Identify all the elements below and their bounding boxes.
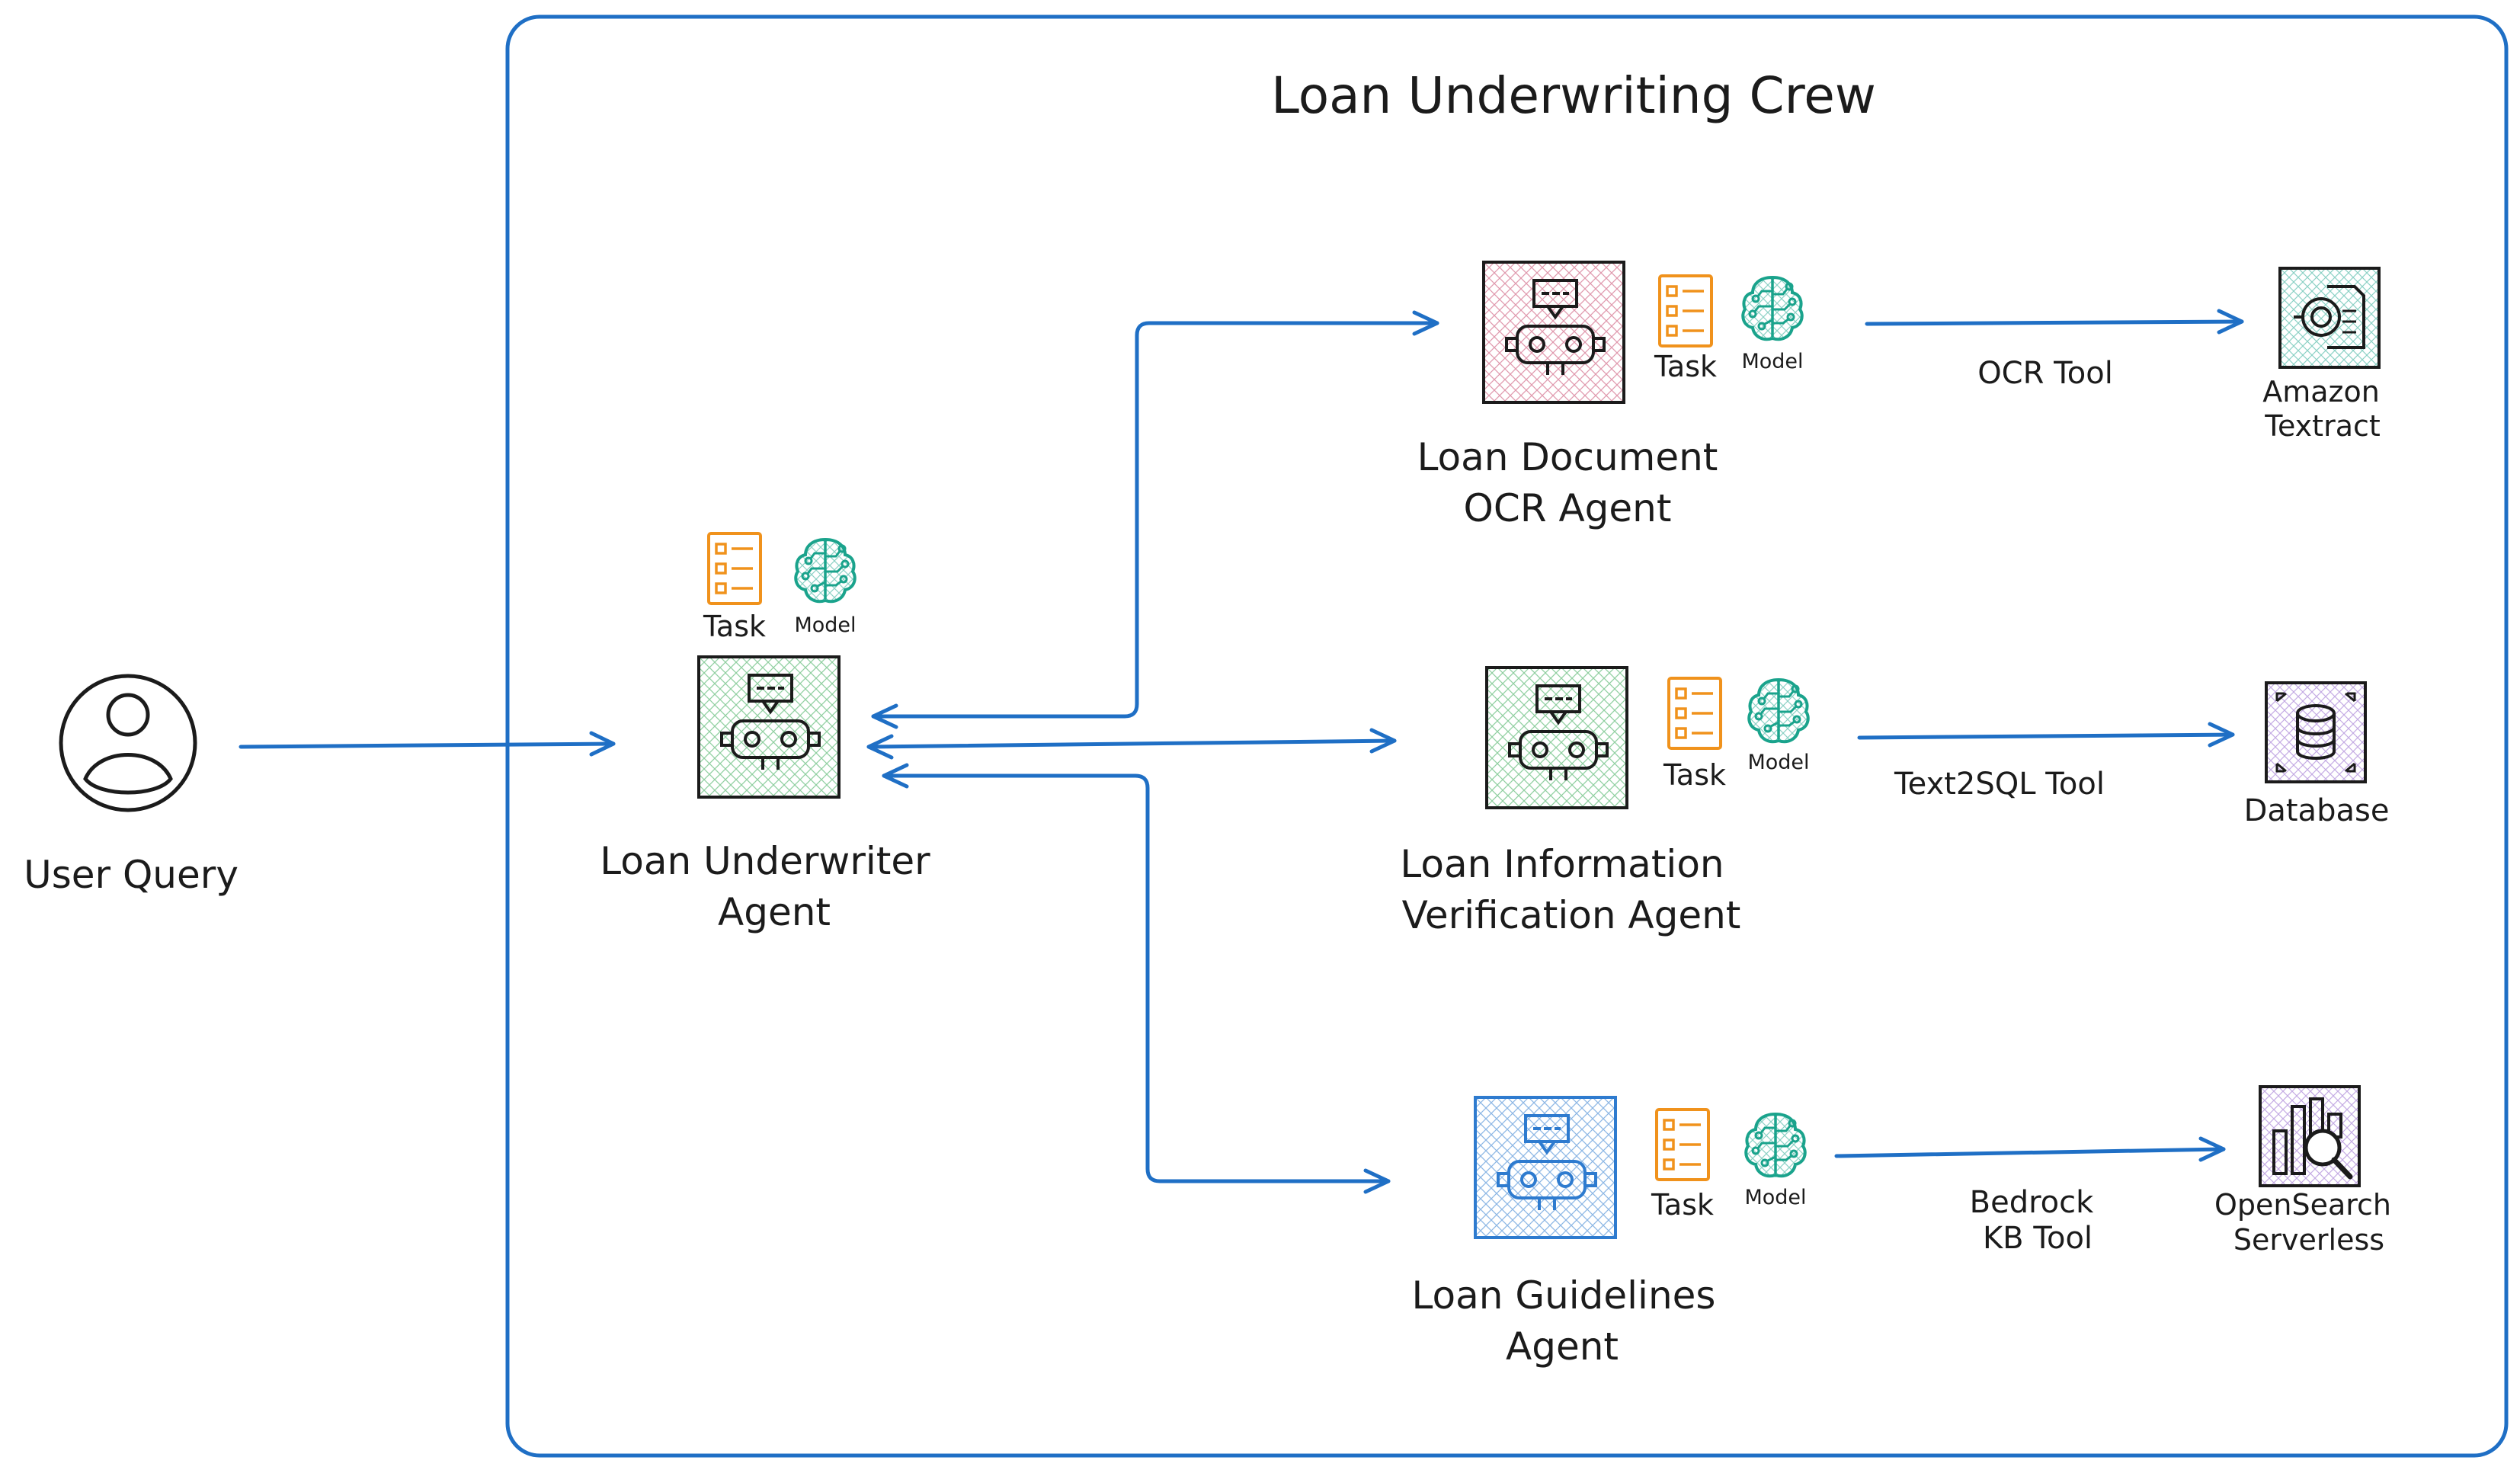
model-icon: [1747, 678, 1810, 744]
model-label: Model: [794, 613, 856, 637]
arrowhead-ocr-agent: [1412, 310, 1439, 336]
agent-name-line1: Loan Guidelines: [1412, 1273, 1716, 1318]
arrowhead-opensearch: [2198, 1136, 2226, 1162]
arrowhead-database: [2208, 722, 2235, 748]
loan-guidelines-agent: Task Model Loan Guidelines Agent Bedrock…: [1412, 1096, 2094, 1369]
task-icon: [1658, 274, 1713, 347]
robot-icon: [697, 655, 841, 799]
target-label-line2: Textract: [2264, 409, 2381, 443]
target-label-line1: OpenSearch: [2214, 1188, 2391, 1222]
agent-name-line1: Loan Underwriter: [600, 839, 930, 883]
target-label-line2: Serverless: [2233, 1223, 2384, 1257]
crew-title: Loan Underwriting Crew: [1271, 66, 1876, 125]
database-icon: [2265, 681, 2367, 783]
arrowhead-verification-agent: [1369, 728, 1397, 754]
user-icon: [59, 674, 197, 812]
model-label: Model: [1747, 751, 1809, 774]
user-query-label: User Query: [24, 853, 239, 897]
agent-name-line1: Loan Information: [1400, 842, 1724, 886]
task-icon: [1655, 1108, 1710, 1181]
model-label: Model: [1744, 1186, 1806, 1209]
tool-label-line2: KB Tool: [1983, 1221, 2093, 1256]
model-label: Model: [1741, 350, 1803, 373]
crew-frame: [505, 14, 2509, 1458]
robot-icon: [1485, 666, 1628, 809]
arrowhead-underwriter: [589, 731, 616, 757]
arrow-ocr-tool: [1865, 319, 2244, 326]
task-icon: [1667, 677, 1722, 750]
target-label-line1: Amazon: [2262, 375, 2380, 408]
target-label-line1: Database: [2244, 793, 2390, 828]
arrowhead-underwriter-left-3: [882, 763, 909, 789]
agent-name-line2: Verification Agent: [1402, 893, 1741, 937]
arrowhead-underwriter-left-1: [871, 703, 898, 729]
arrowhead-textract: [2217, 309, 2244, 335]
arrow-text2sql-tool: [1857, 732, 2235, 740]
arrowhead-guidelines-agent: [1363, 1168, 1391, 1194]
model-icon: [1741, 276, 1804, 341]
model-icon: [1744, 1113, 1807, 1178]
arrow-user-to-underwriter: [239, 741, 616, 749]
model-icon: [794, 538, 857, 604]
task-label: Task: [1654, 350, 1717, 383]
agent-name-line2: Agent: [1506, 1324, 1619, 1369]
arrow-underwriter-to-verification-agent: [866, 738, 1397, 749]
tool-label: Text2SQL Tool: [1894, 767, 2105, 802]
robot-icon: [1482, 261, 1625, 404]
database-target: Database: [2244, 681, 2390, 828]
agent-name-line2: Agent: [718, 890, 831, 934]
tool-label: OCR Tool: [1977, 356, 2113, 391]
arrow-underwriter-to-ocr-agent: [871, 321, 1439, 719]
arrow-bedrock-kb-tool: [1834, 1147, 2226, 1158]
opensearch-serverless-target: OpenSearch Serverless: [2214, 1085, 2391, 1257]
tool-label-line1: Bedrock: [1970, 1185, 2094, 1220]
robot-icon: [1474, 1096, 1617, 1239]
textract-icon: [2278, 267, 2381, 369]
agent-name-line2: OCR Agent: [1464, 486, 1672, 530]
task-label: Task: [703, 610, 766, 643]
loan-underwriter-agent: Task Model Loan Underwriter Agent: [600, 532, 930, 934]
agent-name-line1: Loan Document: [1417, 435, 1718, 479]
task-label: Task: [1651, 1188, 1714, 1222]
arrowhead-underwriter-left-2: [866, 734, 894, 760]
task-label: Task: [1663, 758, 1726, 792]
loan-document-ocr-agent: Task Model Loan Document OCR Agent OCR T…: [1417, 261, 2113, 530]
arrow-underwriter-to-guidelines-agent: [882, 773, 1391, 1183]
loan-information-verification-agent: Task Model Loan Information Verification…: [1400, 666, 2105, 937]
amazon-textract-target: Amazon Textract: [2262, 267, 2381, 443]
task-icon: [707, 532, 762, 605]
opensearch-icon: [2259, 1085, 2361, 1187]
